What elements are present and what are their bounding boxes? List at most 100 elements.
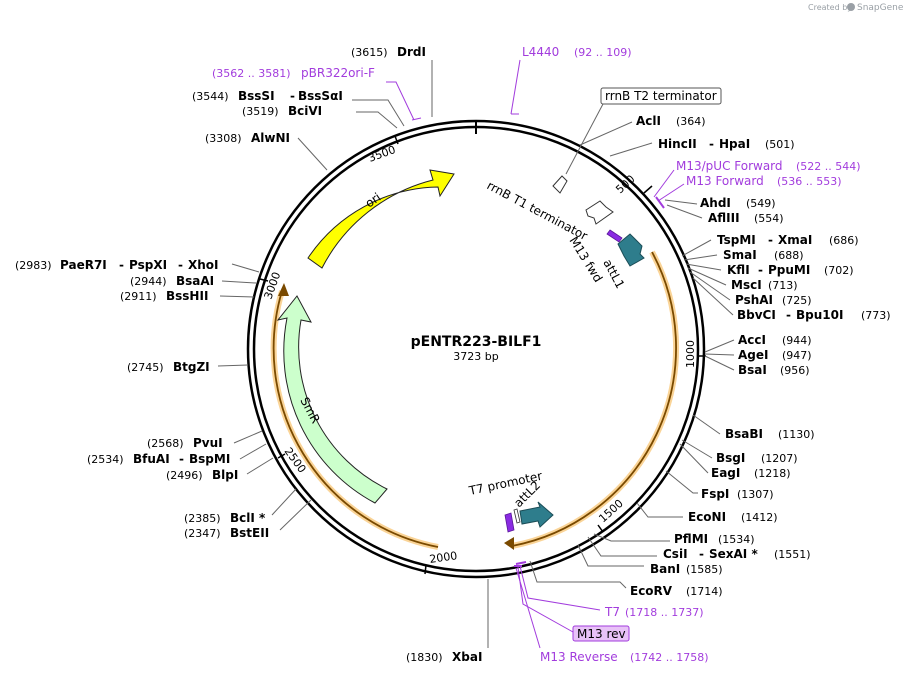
eagi-site[interactable]: EagI (711, 466, 740, 480)
pvui-site[interactable]: PvuI (193, 436, 223, 450)
smai-site[interactable]: SmaI (723, 248, 757, 262)
l4440-marker (510, 59, 521, 115)
bcivi-leader (356, 111, 398, 129)
tspmi-site[interactable]: TspMI (717, 233, 756, 247)
attl1-feature[interactable] (617, 233, 645, 267)
fspi-site[interactable]: FspI (701, 487, 729, 501)
sexai-site[interactable]: SexAI * (709, 547, 758, 561)
afliii-site[interactable]: AflIII (708, 211, 740, 225)
pshai-pos: (725) (782, 294, 812, 307)
m13-fwd-feature[interactable] (606, 229, 623, 243)
attl2-feature[interactable] (519, 501, 554, 528)
tspmi-leader (681, 239, 712, 257)
bani-site[interactable]: BanI (650, 562, 680, 576)
orf-arc-right-glow (511, 250, 679, 549)
orf-arc-right-head (504, 537, 514, 550)
rrnb-t1-terminator-feature[interactable] (585, 200, 614, 225)
xmai-site[interactable]: XmaI (778, 233, 812, 247)
paer7i-site[interactable]: PaeR7I (60, 258, 107, 272)
bfuai-site[interactable]: BfuAI (133, 452, 170, 466)
paer7i-pos: (2983) (15, 259, 52, 272)
csii-site[interactable]: CsiI (663, 547, 688, 561)
bbvci-site[interactable]: BbvCI (737, 308, 776, 322)
btgzi-site[interactable]: BtgZI (173, 360, 210, 374)
pflmi-pos: (1534) (718, 533, 755, 546)
ori-feature[interactable] (307, 169, 455, 269)
l4440-primer[interactable]: L4440 (522, 45, 559, 59)
m13-puc-forward-primer[interactable]: M13/pUC Forward (676, 159, 783, 173)
m13-puc-forward-leader (653, 169, 675, 198)
smr-feature[interactable] (276, 295, 388, 504)
rrnb-t2-box (600, 87, 722, 105)
tick-mark-3500 (394, 135, 399, 145)
bsaai-site[interactable]: BsaAI (176, 274, 214, 288)
kfli-site[interactable]: KflI (727, 263, 750, 277)
tick-mark-1500 (597, 524, 604, 533)
acli-site[interactable]: AclI (636, 114, 661, 128)
msci-site[interactable]: MscI (731, 278, 762, 292)
fspi-leader (665, 470, 698, 494)
m13-reverse-primer[interactable]: M13 Reverse (540, 650, 618, 664)
m13-fwd-label: M13 fwd (566, 234, 605, 285)
ahdi-site[interactable]: AhdI (700, 196, 731, 210)
agei-site[interactable]: AgeI (738, 348, 768, 362)
xbai-site[interactable]: XbaI (452, 650, 482, 664)
econi-leader (636, 502, 683, 518)
sites-bottom-left: (2568) PvuI (2534) BfuAI - BspMI (2496) … (87, 430, 489, 664)
acli-leader (579, 121, 633, 146)
hpai-site[interactable]: HpaI (719, 137, 750, 151)
blpi-site[interactable]: BlpI (212, 468, 238, 482)
pbr322ori-f-primer[interactable]: pBR322ori-F (301, 66, 375, 80)
tick-mark-3000 (259, 278, 269, 282)
bsabi-leader (692, 414, 721, 435)
bcivi-site[interactable]: BciVI (288, 104, 322, 118)
bsshii-leader (219, 295, 255, 298)
pshai-site[interactable]: PshAI (735, 293, 773, 307)
acci-site[interactable]: AccI (738, 333, 766, 347)
kfli-pos: (702) (824, 264, 854, 277)
alwni-leader (297, 137, 328, 171)
tspmi-pos: (686) (829, 234, 859, 247)
drdi-site[interactable]: DrdI (397, 45, 426, 59)
xhoi-site[interactable]: XhoI (188, 258, 219, 272)
bcli-pos: (2385) (184, 512, 221, 525)
pflmi-site[interactable]: PflMI (674, 532, 708, 546)
agei-leader (704, 353, 735, 356)
ppumi-site[interactable]: PpuMI (768, 263, 810, 277)
m13-rev-primer[interactable]: M13 rev (577, 627, 626, 641)
bsssi-pos: (3544) (192, 90, 229, 103)
bspmi-site[interactable]: BspMI (189, 452, 230, 466)
hincii-site[interactable]: HincII (658, 137, 697, 151)
bsssai-site[interactable]: BssSαI (298, 89, 343, 103)
bsteii-leader (279, 499, 312, 531)
pspxi-dash: - (178, 258, 183, 272)
kfli-dash: - (758, 263, 763, 277)
rrnb-t1-terminator-label: rrnB T1 terminator (485, 178, 590, 243)
t7-promoter-feature[interactable] (513, 508, 521, 524)
pbr322ori-f-pos: (3562 .. 3581) (212, 67, 291, 80)
ecorv-site[interactable]: EcoRV (630, 584, 673, 598)
agei-pos: (947) (782, 349, 812, 362)
pspxi-site[interactable]: PspXI (129, 258, 167, 272)
bsabi-site[interactable]: BsaBI (725, 427, 763, 441)
bsshii-site[interactable]: BssHII (166, 289, 208, 303)
econi-site[interactable]: EcoNI (688, 510, 726, 524)
m13-forward-primer[interactable]: M13 Forward (686, 174, 764, 188)
bcli-site[interactable]: BclI * (230, 511, 266, 525)
bsabi-pos: (1130) (778, 428, 815, 441)
t7-primer[interactable]: T7 (604, 605, 620, 619)
bsshii-pos: (2911) (120, 290, 157, 303)
bsssi-site[interactable]: BssSI (238, 89, 275, 103)
btgzi-leader (217, 364, 249, 367)
bsgi-site[interactable]: BsgI (716, 451, 745, 465)
ahdi-pos: (549) (746, 197, 776, 210)
smai-leader (683, 254, 718, 261)
bsai-site[interactable]: BsaI (738, 363, 767, 377)
credit-prefix: Created by (808, 3, 852, 12)
alwni-site[interactable]: AlwNI (251, 131, 290, 145)
rrnb-t2-terminator-feature[interactable] (552, 175, 568, 194)
t7-primer-feature[interactable] (504, 512, 515, 533)
bsteii-site[interactable]: BstEII (230, 526, 269, 540)
bpu10i-site[interactable]: Bpu10I (796, 308, 843, 322)
pvui-pos: (2568) (147, 437, 184, 450)
